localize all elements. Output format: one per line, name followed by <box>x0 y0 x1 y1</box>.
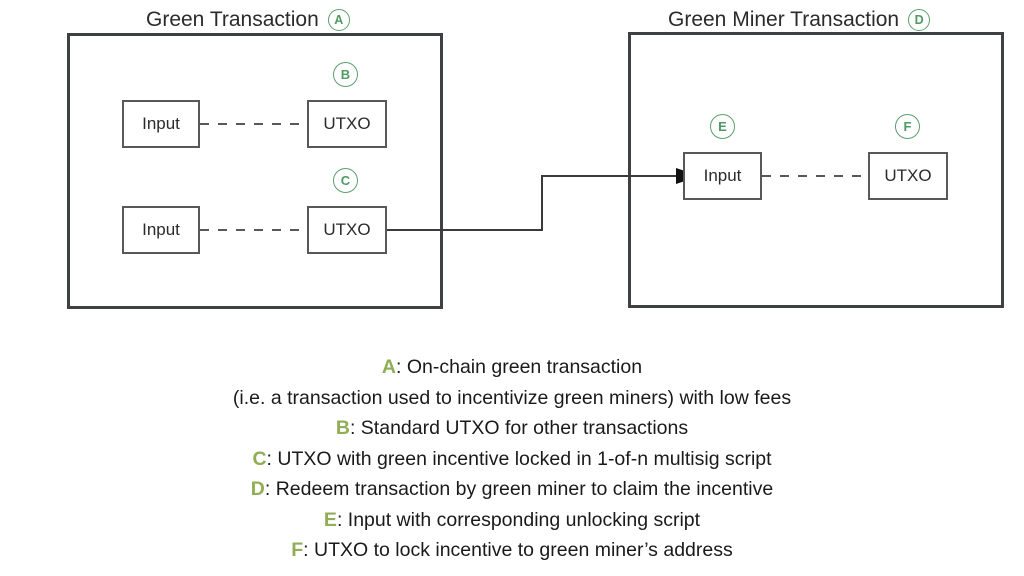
legend-key: F <box>291 539 304 561</box>
node-utxo-b: UTXO <box>307 100 387 148</box>
legend-line: E: Input with corresponding unlocking sc… <box>0 505 1024 536</box>
legend-key: B <box>335 417 350 439</box>
legend-text: : Redeem transaction by green miner to c… <box>264 478 774 500</box>
legend: A: On-chain green transaction (i.e. a tr… <box>0 352 1024 566</box>
panel-title-right-text: Green Miner Transaction <box>668 8 900 31</box>
legend-text: : On-chain green transaction <box>396 356 643 378</box>
legend-line: A: On-chain green transaction <box>0 352 1024 383</box>
legend-key: D <box>250 478 265 500</box>
legend-text: : UTXO with green incentive locked in 1-… <box>266 447 772 470</box>
node-utxo-f: UTXO <box>868 152 948 200</box>
node-utxo-c: UTXO <box>307 206 387 254</box>
node-input-2: Input <box>122 206 200 254</box>
legend-line: D: Redeem transaction by green miner to … <box>0 474 1024 505</box>
node-input-e: Input <box>683 152 762 200</box>
legend-line: C: UTXO with green incentive locked in 1… <box>0 444 1024 475</box>
panel-title-left-text: Green Transaction <box>146 8 319 31</box>
legend-line: F: UTXO to lock incentive to green miner… <box>0 535 1024 566</box>
badge-f-icon: F <box>895 114 920 139</box>
badge-e-icon: E <box>710 114 735 139</box>
badge-c-icon: C <box>333 168 358 193</box>
green-transaction-container <box>67 33 443 309</box>
badge-b-icon: B <box>333 62 358 87</box>
legend-text: : Standard UTXO for other transactions <box>349 417 689 439</box>
legend-key: C <box>252 447 267 470</box>
badge-a-icon: A <box>327 9 350 31</box>
diagram-canvas: Green Transaction A Green Miner Transact… <box>67 8 1004 309</box>
panel-title-green-miner-transaction: Green Miner Transaction D <box>668 8 931 32</box>
legend-line: (i.e. a transaction used to incentivize … <box>0 383 1024 414</box>
connector-utxo-c-to-input-e <box>387 175 676 231</box>
legend-line: B: Standard UTXO for other transactions <box>0 413 1024 444</box>
legend-text: (i.e. a transaction used to incentivize … <box>232 386 792 409</box>
node-input-1: Input <box>122 100 200 148</box>
legend-key: A <box>381 356 397 378</box>
legend-key: E <box>323 508 337 531</box>
badge-d-icon: D <box>908 9 931 31</box>
panel-title-green-transaction: Green Transaction A <box>146 8 350 32</box>
legend-text: : Input with corresponding unlocking scr… <box>336 508 701 531</box>
legend-text: : UTXO to lock incentive to green miner’… <box>303 539 733 561</box>
